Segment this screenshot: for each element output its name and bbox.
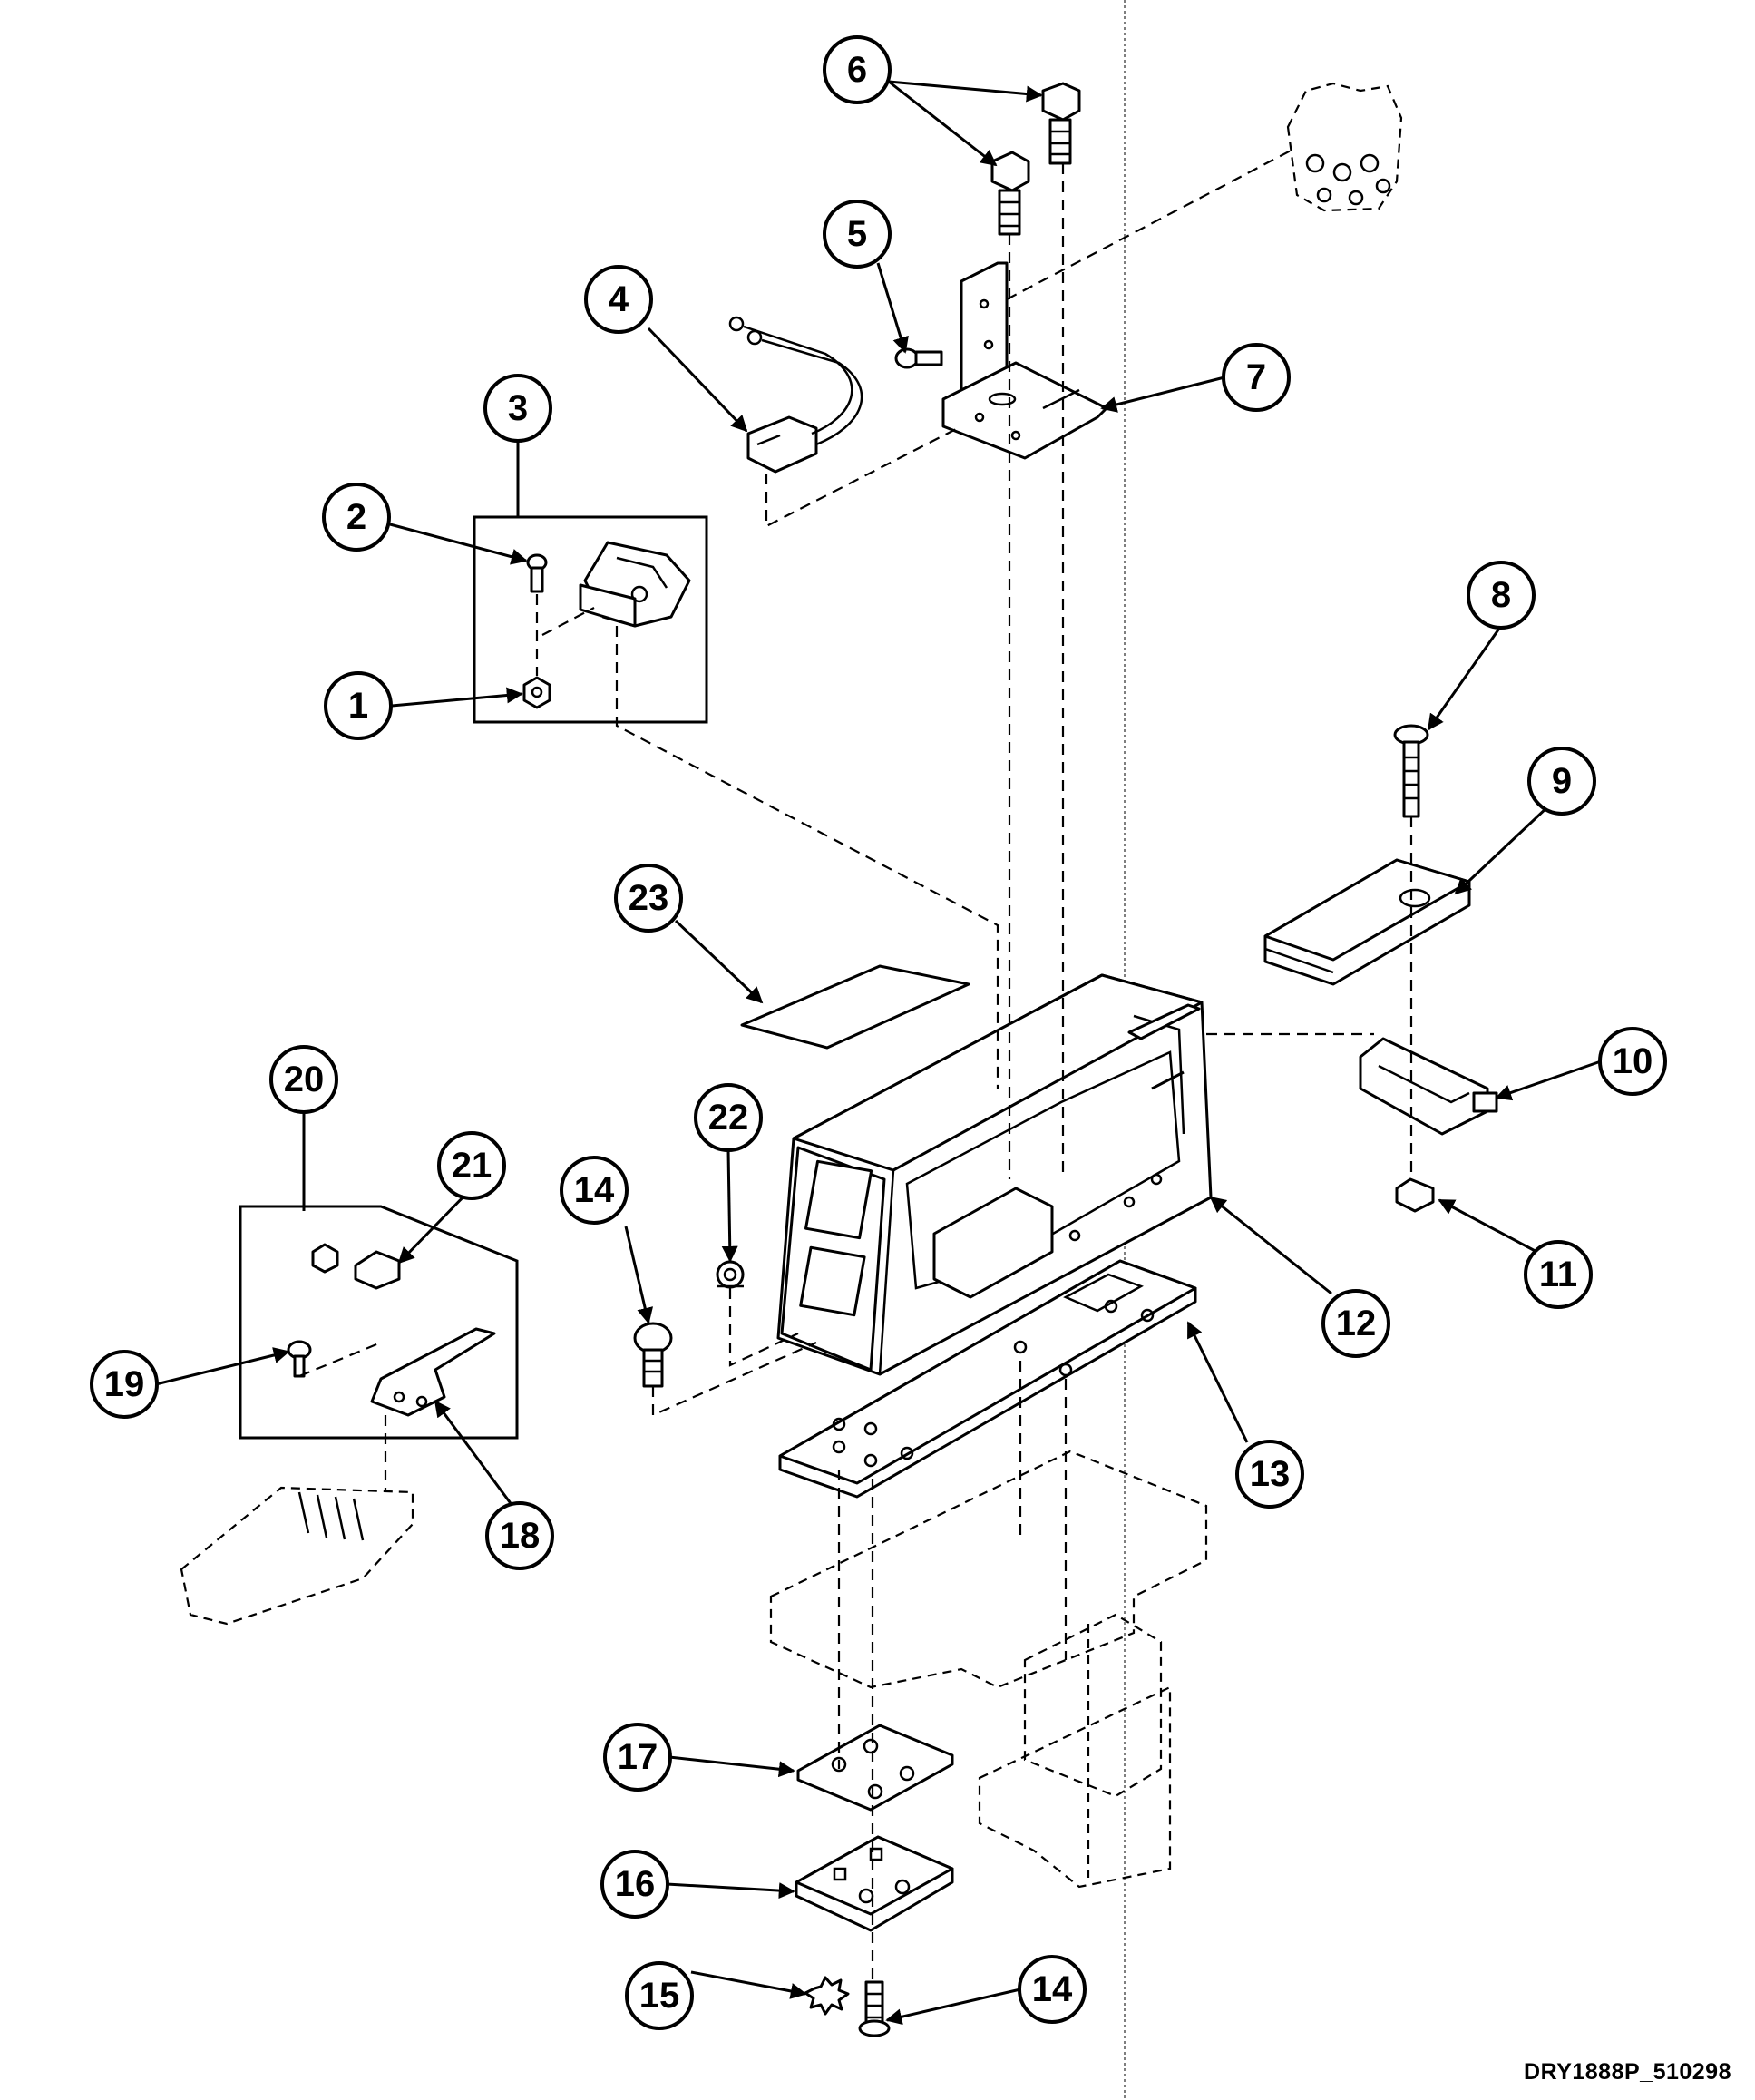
callout-18: 18 xyxy=(485,1501,554,1570)
callout-10: 10 xyxy=(1598,1027,1667,1096)
assembly-lines xyxy=(298,149,1413,1987)
callout-22: 22 xyxy=(694,1083,763,1152)
callout-9: 9 xyxy=(1527,747,1596,816)
ghost-machine-frame xyxy=(769,1450,1208,1889)
callout-23: 23 xyxy=(614,864,683,933)
callout-16: 16 xyxy=(600,1850,669,1919)
label-sheet-23 xyxy=(740,964,970,1050)
svg-text:7: 7 xyxy=(1246,357,1266,397)
svg-text:12: 12 xyxy=(1336,1304,1377,1343)
wire-harness-4 xyxy=(728,316,863,474)
callout-21: 21 xyxy=(437,1131,506,1200)
svg-text:21: 21 xyxy=(452,1146,492,1186)
callout-13: 13 xyxy=(1235,1440,1304,1509)
switch-assembly-3 xyxy=(473,515,708,724)
svg-text:14: 14 xyxy=(574,1170,615,1210)
svg-text:6: 6 xyxy=(847,50,867,90)
plate-17 xyxy=(796,1724,954,1812)
bolt-6a xyxy=(1041,82,1081,165)
grommet-22 xyxy=(716,1260,745,1289)
svg-text:10: 10 xyxy=(1613,1041,1653,1081)
callout-7: 7 xyxy=(1222,343,1291,412)
clip-bracket-10 xyxy=(1359,1037,1498,1136)
screw-5 xyxy=(894,347,943,369)
drawing-code: DRY1888P_510298 xyxy=(1524,2059,1731,2085)
switch-body xyxy=(579,541,691,628)
svg-text:22: 22 xyxy=(708,1098,749,1138)
screw-14-left xyxy=(633,1322,673,1388)
screw-21 xyxy=(311,1243,401,1290)
svg-text:13: 13 xyxy=(1250,1454,1291,1494)
svg-text:14: 14 xyxy=(1032,1969,1073,2009)
ghost-terminal-block xyxy=(1286,82,1403,212)
base-plate-13 xyxy=(778,1259,1197,1499)
svg-text:17: 17 xyxy=(618,1737,658,1777)
callout-14-bottom: 14 xyxy=(1018,1955,1087,2024)
bracket-18 xyxy=(370,1327,496,1417)
screw-14-bottom xyxy=(858,1980,891,2037)
screw-8 xyxy=(1393,724,1429,818)
callout-3: 3 xyxy=(483,374,552,443)
svg-text:15: 15 xyxy=(639,1976,680,2016)
callout-5: 5 xyxy=(823,200,892,269)
callout-1: 1 xyxy=(324,671,393,740)
callout-14-left: 14 xyxy=(560,1156,629,1225)
screw-2 xyxy=(526,553,548,593)
svg-text:5: 5 xyxy=(847,214,867,254)
svg-text:9: 9 xyxy=(1552,761,1572,801)
callout-17: 17 xyxy=(603,1723,672,1792)
callout-20: 20 xyxy=(269,1045,338,1114)
svg-text:2: 2 xyxy=(346,497,366,537)
bolt-6b xyxy=(990,151,1030,236)
plate-16 xyxy=(795,1835,954,1932)
star-washer-15 xyxy=(804,1976,850,2016)
svg-text:19: 19 xyxy=(104,1364,145,1404)
svg-text:1: 1 xyxy=(348,686,368,726)
leader-lines xyxy=(155,80,1602,2026)
svg-text:8: 8 xyxy=(1491,575,1511,615)
svg-text:4: 4 xyxy=(609,279,629,319)
callout-8: 8 xyxy=(1467,561,1536,630)
cover-plate-9 xyxy=(1263,858,1471,986)
clip-nut-11 xyxy=(1395,1177,1435,1213)
svg-text:20: 20 xyxy=(284,1060,325,1099)
svg-text:18: 18 xyxy=(500,1516,541,1556)
svg-text:3: 3 xyxy=(508,388,528,428)
callout-6: 6 xyxy=(823,35,892,104)
screw-19 xyxy=(287,1340,312,1378)
mounting-bracket-7 xyxy=(941,261,1108,460)
ghost-detector xyxy=(180,1486,414,1626)
callout-19: 19 xyxy=(90,1350,159,1419)
callout-11: 11 xyxy=(1524,1240,1593,1309)
svg-text:11: 11 xyxy=(1539,1255,1577,1294)
svg-text:16: 16 xyxy=(615,1864,656,1904)
nut-1 xyxy=(522,676,551,709)
svg-text:23: 23 xyxy=(629,878,669,918)
callout-4: 4 xyxy=(584,265,653,334)
callout-12: 12 xyxy=(1321,1289,1390,1358)
detector-assembly-20 xyxy=(239,1205,519,1440)
callout-2: 2 xyxy=(322,483,391,552)
callout-15: 15 xyxy=(625,1961,694,2030)
